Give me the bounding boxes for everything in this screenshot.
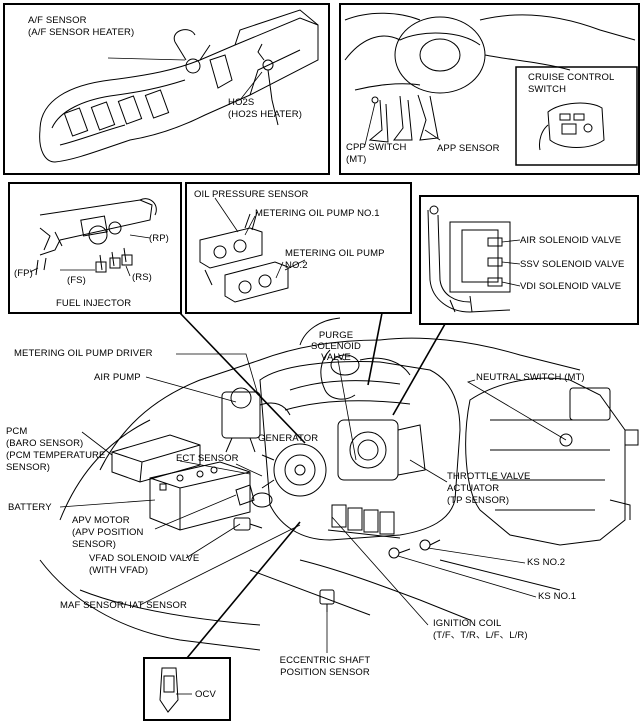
cruise-control-switch-drawing: [539, 102, 605, 151]
label-vfad-solenoid: VFAD SOLENOID VALVE: [89, 553, 200, 564]
label-pcm-temp: (PCM TEMPERATURE: [6, 450, 106, 461]
label-pcm-temp-sensor: SENSOR): [6, 462, 50, 473]
inset-af-sensor-frame: [3, 3, 330, 175]
label-eccentric-position-sensor: POSITION SENSOR: [280, 667, 370, 678]
label-ignition-coil-positions: (T/F、T/R、L/F、L/R): [433, 630, 528, 641]
label-purge-solenoid: SOLENOID: [311, 341, 361, 352]
inset-cruise-frame: [515, 66, 638, 166]
engine-bay-drawing: [39, 317, 639, 651]
label-throttle-actuator: ACTUATOR: [447, 483, 500, 494]
label-purge: PURGE: [318, 330, 354, 341]
label-tp-sensor: (TP SENSOR): [447, 495, 510, 506]
fuel-injector-drawing: [29, 198, 157, 277]
label-neutral-switch: NEUTRAL SWITCH (MT): [476, 372, 585, 383]
label-pcm: PCM: [6, 426, 28, 437]
label-fuel-injector: FUEL INJECTOR: [56, 298, 132, 309]
inset-connector-lines: [179, 312, 446, 659]
label-app-sensor: APP SENSOR: [437, 143, 500, 154]
label-oil-pressure-sensor: OIL PRESSURE SENSOR: [194, 189, 309, 200]
label-ho2s-heater: (HO2S HEATER): [228, 109, 302, 120]
inset-pedal-frame: [339, 3, 640, 175]
label-vfad-with: (WITH VFAD): [89, 565, 149, 576]
label-apv-motor: APV MOTOR: [72, 515, 130, 526]
inset-solenoid-frame: [419, 195, 639, 325]
metering-oil-pump-drawing: [199, 197, 306, 303]
label-ssv-solenoid-valve: SSV SOLENOID VALVE: [520, 259, 625, 270]
label-af-sensor-heater: (A/F SENSOR HEATER): [28, 27, 135, 38]
exhaust-manifold-drawing: [39, 9, 319, 163]
label-ocv: OCV: [195, 689, 216, 700]
label-cruise-control: CRUISE CONTROL: [528, 72, 615, 83]
label-apv-position: (APV POSITION: [72, 527, 144, 538]
solenoid-valves-drawing: [427, 205, 521, 313]
ocv-drawing: [159, 667, 192, 713]
label-ks-no1: KS NO.1: [538, 591, 577, 602]
label-battery: BATTERY: [8, 502, 52, 513]
label-generator: GENERATOR: [258, 433, 319, 444]
label-metering-oil-pump-1: METERING OIL PUMP NO.1: [255, 208, 380, 219]
inset-fuel-injector-frame: [8, 182, 182, 314]
label-maf-iat-sensor: MAF SENSOR/ IAT SENSOR: [60, 600, 187, 611]
label-cpp-mt: (MT): [346, 154, 367, 165]
label-rp: (RP): [149, 233, 169, 244]
label-air-solenoid-valve: AIR SOLENOID VALVE: [520, 235, 622, 246]
label-pcm-baro: (BARO SENSOR): [6, 438, 84, 449]
label-ks-no2: KS NO.2: [527, 557, 566, 568]
label-ho2s: HO2S: [228, 97, 255, 108]
label-fp: (FP): [14, 268, 33, 279]
label-fs: (FS): [67, 275, 86, 286]
label-purge-valve: VALVE: [321, 352, 351, 363]
label-metering-oil-pump-2: METERING OIL PUMP: [285, 248, 385, 259]
leader-lines: [59, 353, 567, 653]
label-apv-sensor: SENSOR): [72, 539, 116, 550]
label-throttle-valve: THROTTLE VALVE: [447, 471, 531, 482]
label-air-pump: AIR PUMP: [94, 372, 141, 383]
label-af-sensor: A/F SENSOR: [28, 15, 87, 26]
label-cpp-switch: CPP SWITCH: [346, 142, 407, 153]
label-cruise-switch: SWITCH: [528, 84, 567, 95]
label-vdi-solenoid-valve: VDI SOLENOID VALVE: [520, 281, 622, 292]
label-ect-sensor: ECT SENSOR: [176, 453, 239, 464]
label-eccentric-shaft: ECCENTRIC SHAFT: [279, 655, 371, 666]
inset-oil-pump-frame: [185, 182, 412, 314]
label-metering-oil-pump-2-no: NO.2: [285, 260, 308, 271]
label-rs: (RS): [132, 272, 152, 283]
pedal-steering-drawing: [344, 12, 636, 146]
inset-ocv-frame: [143, 657, 231, 721]
label-ignition-coil: IGNITION COIL: [433, 618, 502, 629]
label-metering-oil-pump-driver: METERING OIL PUMP DRIVER: [14, 348, 153, 359]
